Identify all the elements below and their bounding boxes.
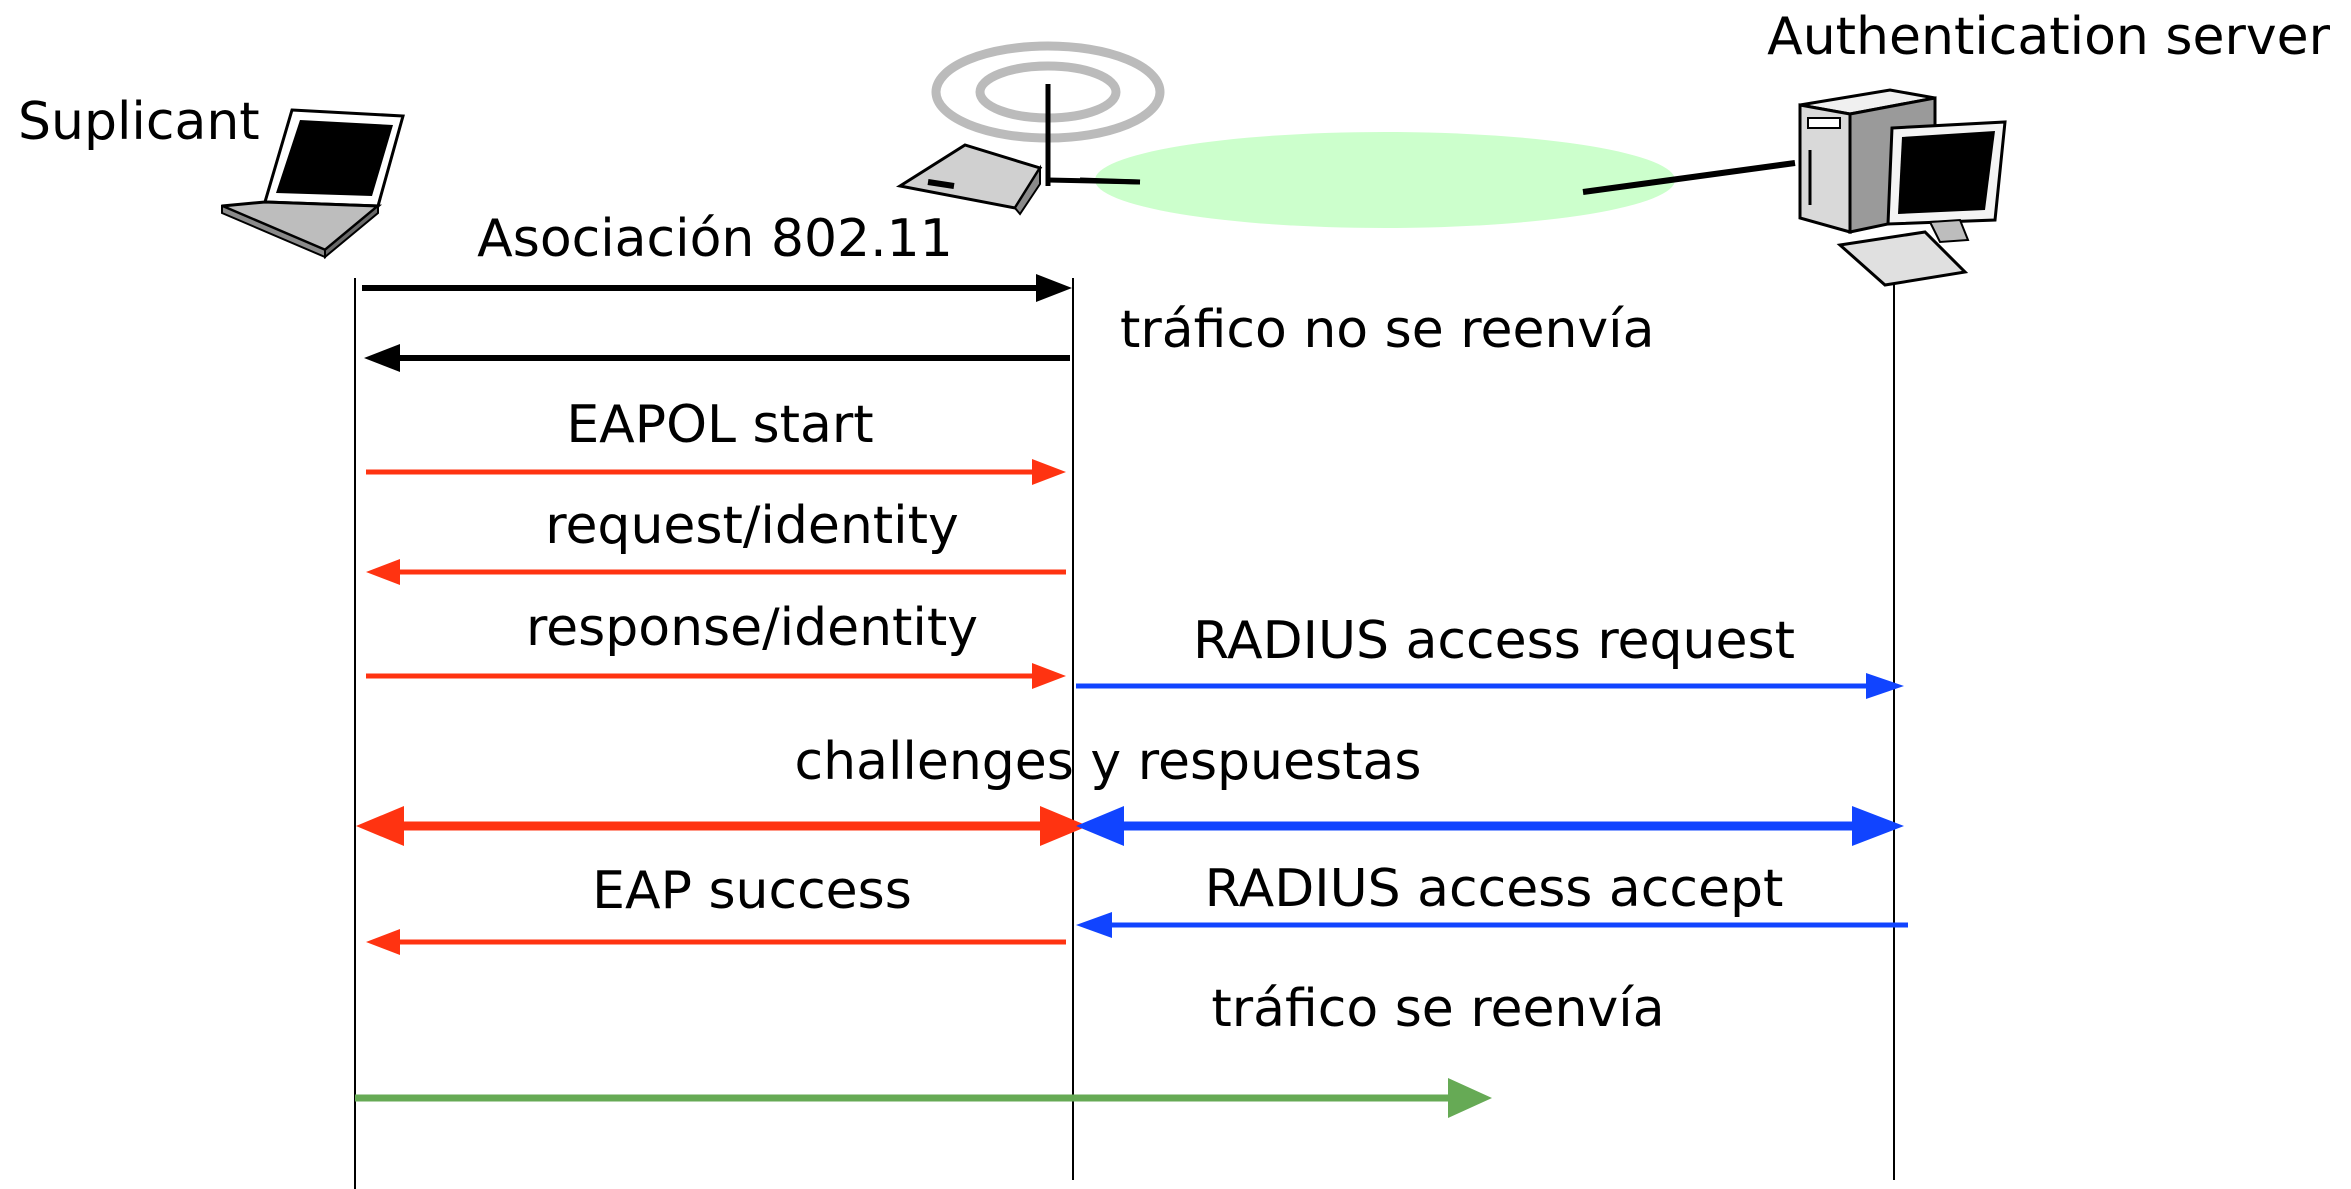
arrowhead-trafico-no-reenvia [364,344,400,372]
link-ap-network [1079,177,1141,185]
arrowhead-request-identity [366,559,400,585]
label-radius-access-request: RADIUS access request [1193,611,1795,671]
arrowhead-eapol-start [1032,459,1066,485]
network-cloud [1095,132,1675,228]
arrowhead-challenges-blue-right [1852,806,1904,846]
arrowhead-response-identity [1032,663,1066,689]
access-point-icon [895,41,1165,216]
link-network-server [1582,160,1796,195]
actor-label-supplicant: Suplicant [18,92,260,152]
laptop-icon [221,108,405,260]
label-response-identity: response/identity [526,598,978,658]
arrowhead-challenges-red-right [1040,806,1088,846]
arrowhead-eap-success [366,929,400,955]
arrowhead-challenges-blue-left [1076,806,1124,846]
label-trafico-se-reenvia: tráfico se reenvía [1211,979,1664,1039]
arrowhead-asociacion [1036,274,1072,302]
arrowhead-trafico-se-reenvia [1448,1078,1492,1118]
label-trafico-no-reenvia: tráfico no se reenvía [1120,300,1655,360]
actor-label-server: Authentication server [1767,7,2330,67]
label-eap-success: EAP success [592,861,912,921]
label-request-identity: request/identity [545,496,959,556]
arrowhead-radius-access-request [1866,673,1904,699]
label-asociacion: Asociación 802.11 [477,209,953,269]
arrowhead-radius-access-accept [1076,912,1112,938]
label-eapol-start: EAPOL start [566,395,873,455]
label-radius-access-accept: RADIUS access accept [1205,859,1784,919]
label-challenges: challenges y respuestas [795,732,1422,792]
server-computer-icon [1798,88,2007,287]
arrowhead-challenges-red-left [356,806,404,846]
